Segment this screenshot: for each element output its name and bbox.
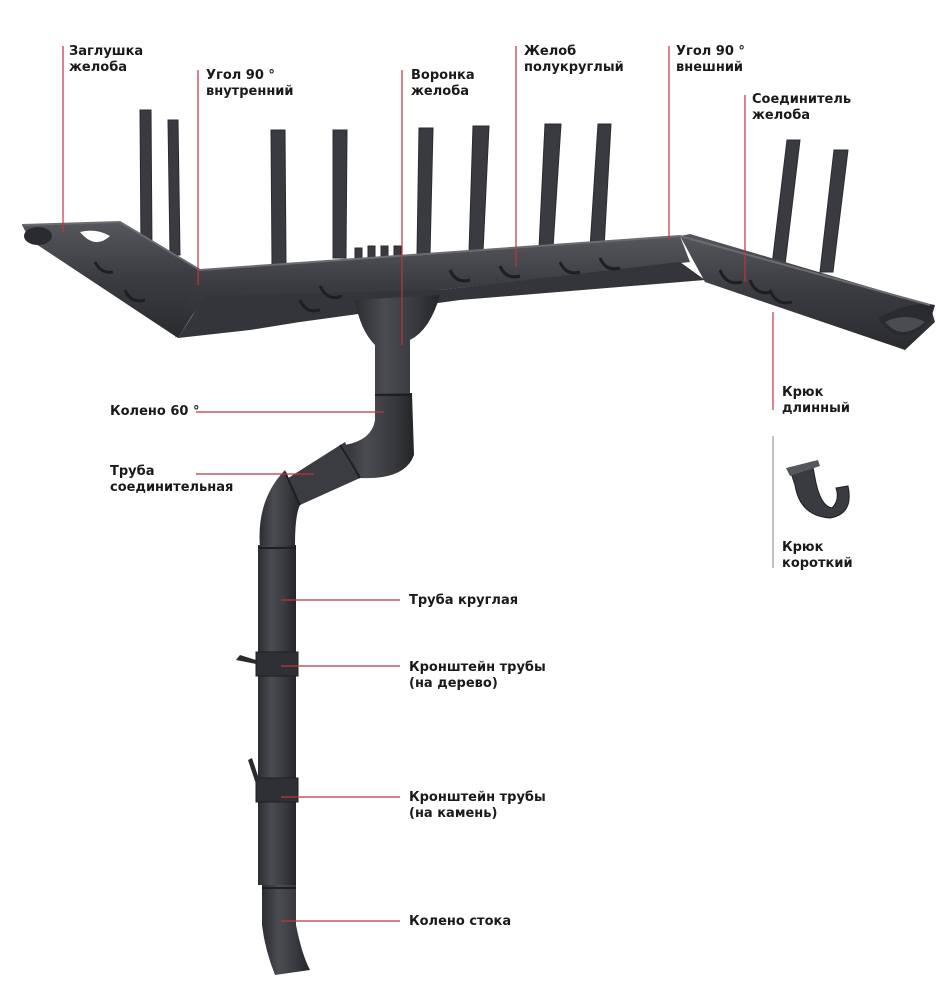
label-pipe-bracket-stone: Кронштейн трубы (на камень) bbox=[409, 790, 546, 822]
label-elbow-60-line1: Колено 60 ° bbox=[110, 404, 200, 419]
label-half-round-gutter-line2: полукруглый bbox=[524, 60, 624, 75]
label-gutter-funnel-line2: желоба bbox=[411, 84, 470, 99]
label-gutter-funnel-line1: Воронка bbox=[411, 68, 475, 83]
elbow-60-lower bbox=[259, 470, 300, 548]
label-inner-corner: Угол 90 ° внутренний bbox=[206, 68, 294, 100]
drain-elbow bbox=[262, 885, 310, 975]
label-round-pipe-line1: Труба круглая bbox=[409, 593, 519, 608]
label-outer-corner-line1: Угол 90 ° bbox=[676, 44, 745, 59]
gutter-clips bbox=[93, 257, 793, 313]
label-pipe-bracket-wood: Кронштейн трубы (на дерево) bbox=[409, 660, 546, 692]
label-elbow-60: Колено 60 ° bbox=[110, 404, 199, 420]
gutter-top-edge bbox=[21, 220, 931, 306]
gutter-main-body bbox=[178, 262, 705, 338]
label-connecting-pipe-line2: соединительная bbox=[110, 480, 234, 495]
label-outer-corner: Угол 90 ° внешний bbox=[676, 44, 745, 76]
label-round-pipe: Труба круглая bbox=[409, 593, 518, 609]
gutter-right-open-inner bbox=[885, 317, 925, 332]
gutter-cap-left-opening bbox=[80, 230, 110, 243]
label-long-hook-line2: длинный bbox=[782, 401, 850, 416]
long-hook-strap bbox=[589, 123, 612, 249]
downpipe-assembly bbox=[236, 393, 414, 975]
elbow-60-upper bbox=[340, 393, 414, 480]
long-hook-strap bbox=[270, 129, 287, 266]
label-inner-corner-line2: внутренний bbox=[206, 84, 294, 99]
long-hook-strap bbox=[771, 139, 801, 266]
label-short-hook: Крюк короткий bbox=[782, 540, 853, 572]
label-short-hook-line2: короткий bbox=[782, 556, 853, 571]
label-connecting-pipe-line1: Труба bbox=[110, 464, 155, 479]
pipe-bracket-stone-pin bbox=[248, 758, 260, 784]
label-drain-elbow: Колено стока bbox=[409, 914, 511, 930]
long-hook-strap bbox=[332, 129, 348, 259]
round-pipe bbox=[258, 545, 296, 885]
label-outer-corner-line2: внешний bbox=[676, 60, 744, 75]
label-long-hook: Крюк длинный bbox=[782, 385, 850, 417]
long-hook-strap bbox=[819, 149, 849, 273]
connecting-pipe bbox=[285, 442, 360, 505]
pipe-bracket-wood-spike bbox=[236, 655, 256, 664]
gutter-left-segment bbox=[22, 222, 205, 338]
label-gutter-connector-line1: Соединитель bbox=[752, 92, 852, 107]
label-half-round-gutter-line1: Желоб bbox=[524, 44, 577, 59]
short-hook-body bbox=[789, 461, 850, 519]
short-hook-illustration bbox=[786, 460, 850, 519]
pipe-bracket-wood bbox=[255, 651, 299, 677]
label-gutter-connector-line2: желоба bbox=[752, 108, 811, 123]
label-gutter-connector: Соединитель желоба bbox=[752, 92, 851, 124]
label-connecting-pipe: Труба соединительная bbox=[110, 464, 233, 496]
label-gutter-cap: Заглушка желоба bbox=[69, 44, 143, 76]
label-pipe-bracket-stone-line2: (на камень) bbox=[409, 806, 498, 821]
label-pipe-bracket-stone-line1: Кронштейн трубы bbox=[409, 790, 546, 805]
gutter-right-segment bbox=[680, 234, 935, 350]
label-gutter-cap-line1: Заглушка bbox=[69, 44, 144, 59]
gutter-funnel-body bbox=[355, 295, 440, 395]
long-hook-strap bbox=[139, 109, 153, 251]
label-inner-corner-line1: Угол 90 ° bbox=[206, 68, 275, 83]
label-gutter-cap-line2: желоба bbox=[69, 60, 128, 75]
label-long-hook-line1: Крюк bbox=[782, 385, 824, 400]
pipe-bracket-stone bbox=[255, 777, 299, 803]
long-hook-strap bbox=[416, 127, 434, 256]
label-short-hook-line1: Крюк bbox=[782, 540, 824, 555]
long-hook-strap bbox=[468, 125, 490, 253]
gutter-cap-left bbox=[24, 227, 52, 245]
long-hook-strap bbox=[538, 123, 562, 249]
label-pipe-bracket-wood-line2: (на дерево) bbox=[409, 676, 498, 691]
long-hooks bbox=[139, 109, 849, 273]
label-pipe-bracket-wood-line1: Кронштейн трубы bbox=[409, 660, 546, 675]
label-half-round-gutter: Желоб полукруглый bbox=[524, 44, 624, 76]
label-gutter-funnel: Воронка желоба bbox=[411, 68, 475, 100]
long-hook-strap bbox=[167, 119, 181, 256]
label-drain-elbow-line1: Колено стока bbox=[409, 914, 512, 929]
leader-lines bbox=[62, 46, 774, 922]
